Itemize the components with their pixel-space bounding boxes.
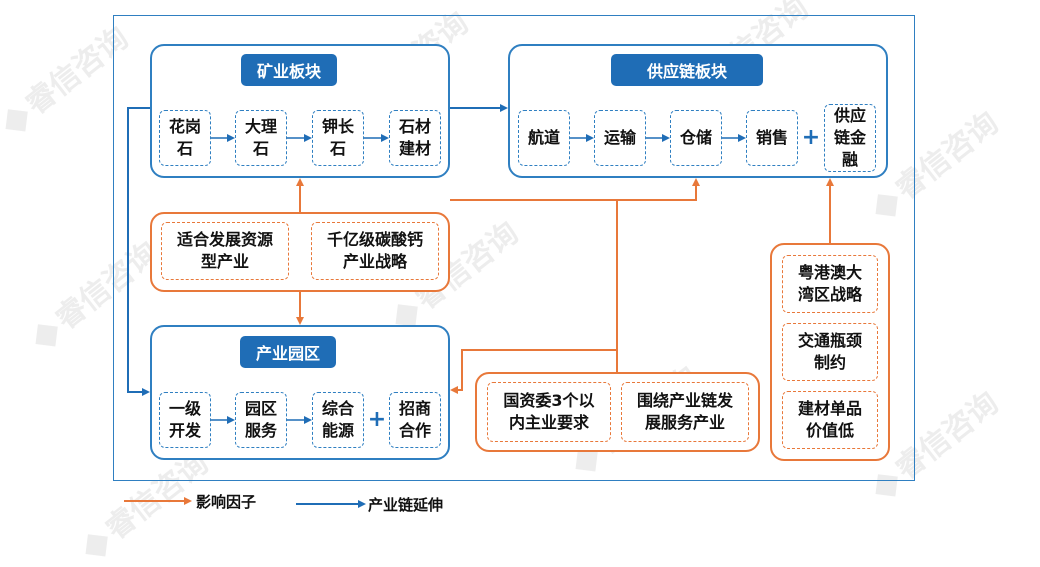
mining-item-marble: 大理 石 <box>235 110 287 166</box>
supply-item-transport: 运输 <box>594 110 646 166</box>
connector-mid-park <box>450 349 617 394</box>
mining-item-feldspar: 钾长 石 <box>312 110 364 166</box>
park-item-investment: 招商 合作 <box>389 392 441 448</box>
park-header: 产业园区 <box>240 336 336 368</box>
supply-plus: + <box>801 124 821 150</box>
legend-extension-label: 产业链延伸 <box>368 496 444 514</box>
connector-factors-storage <box>450 178 700 201</box>
legend-influence-label: 影响因子 <box>196 493 257 511</box>
park-plus: + <box>367 406 387 432</box>
supply-item-waterway: 航道 <box>518 110 570 166</box>
arrow-mining-park <box>127 107 150 396</box>
mining-header: 矿业板块 <box>241 54 337 86</box>
park-item-development: 一级 开发 <box>159 392 211 448</box>
factor-low-unit-value: 建材单品 价值低 <box>782 391 878 449</box>
park-item-energy: 综合 能源 <box>312 392 364 448</box>
factor-resource-industry: 适合发展资源 型产业 <box>161 222 289 280</box>
mining-item-granite: 花岗 石 <box>159 110 211 166</box>
mining-item-building-stone: 石材 建材 <box>389 110 441 166</box>
factor-calcium-carbonate: 千亿级碳酸钙 产业战略 <box>311 222 439 280</box>
factor-sasac-requirement: 国资委3个以 内主业要求 <box>487 382 611 442</box>
outer-frame <box>113 15 915 481</box>
supply-item-storage: 仓储 <box>670 110 722 166</box>
supply-header: 供应链板块 <box>611 54 763 86</box>
connector-layer <box>124 104 834 508</box>
park-item-service: 园区 服务 <box>235 392 287 448</box>
supply-chain-finance: 供应 链金 融 <box>824 104 876 172</box>
factor-transport-bottleneck: 交通瓶颈 制约 <box>782 323 878 381</box>
factor-chain-services: 围绕产业链发 展服务产业 <box>621 382 749 442</box>
factor-greater-bay-area: 粤港澳大 湾区战略 <box>782 255 878 313</box>
supply-item-sales: 销售 <box>746 110 798 166</box>
